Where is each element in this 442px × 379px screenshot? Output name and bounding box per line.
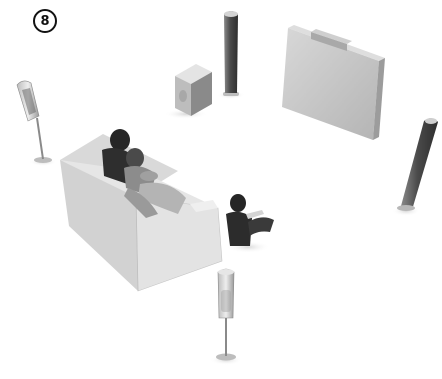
child-person-icon: [226, 194, 274, 253]
rear-left-tower-speaker-icon: [17, 81, 57, 166]
rear-right-tower-speaker-icon: [210, 269, 242, 365]
subwoofer-icon: [164, 64, 212, 119]
front-center-tower-speaker-icon: [217, 11, 245, 99]
front-right-tower-speaker-icon: [392, 118, 438, 216]
tv-screen-icon: [282, 25, 385, 140]
